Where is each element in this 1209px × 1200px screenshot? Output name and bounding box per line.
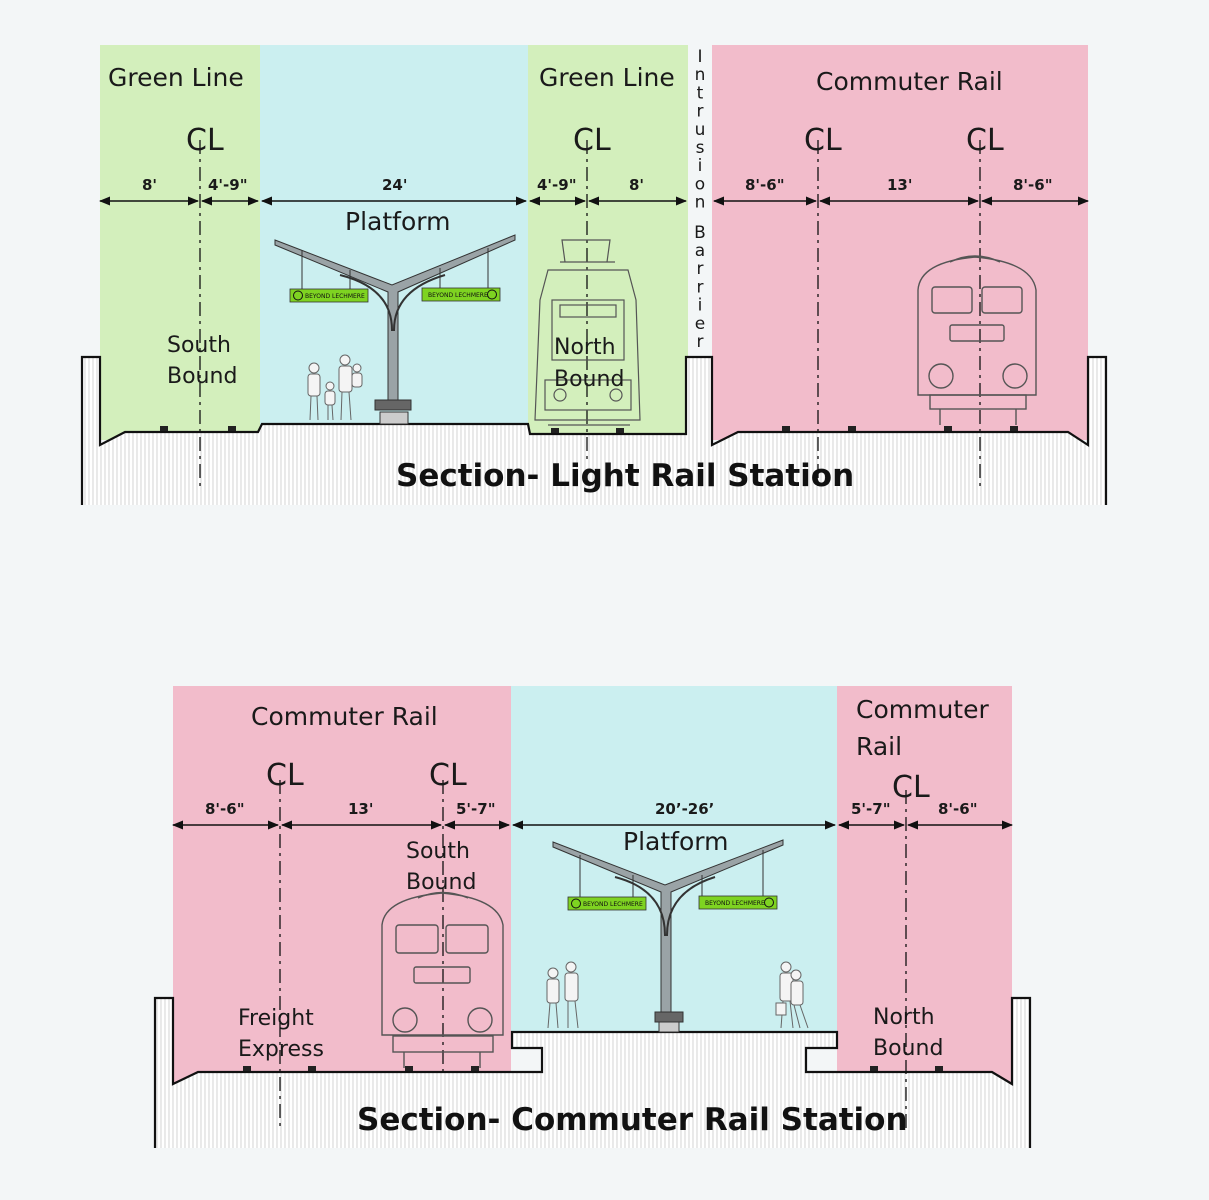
dim-label: 5'-7" [851,800,891,818]
ground-outline-top [80,355,1108,505]
dim-label: 8'-6" [205,800,245,818]
station-sign-right: BEYOND LECHMERE [421,287,501,302]
dim-label: 13' [348,800,373,818]
canopy-shelter-top [274,234,516,425]
light-rail-section: Green Line Green Line Commuter Rail Plat… [80,45,1108,505]
dim-label: 13' [887,176,912,194]
green-line-right-label: Green Line [539,63,675,92]
cl-symbol: CL [804,123,842,158]
svg-text:BEYOND LECHMERE: BEYOND LECHMERE [705,900,765,907]
svg-text:BEYOND LECHMERE: BEYOND LECHMERE [305,293,365,300]
rails-top [160,426,1018,433]
station-sign-left-bottom: BEYOND LECHMERE [567,896,647,911]
south-bound-line1: South [406,839,470,864]
cl-symbol: CL [573,123,611,158]
rails-bottom [243,1066,943,1071]
green-zone-right [528,45,688,440]
commuter-locomotive-top [917,255,1037,425]
light-rail-vehicle [534,239,641,426]
cl-symbols-bottom: CL CL CL [266,758,930,805]
dim-label: 8' [629,176,644,194]
south-bound-line2: Bound [406,870,476,895]
canopy-shelter-bottom [552,839,784,1033]
north-bound-line1: North [873,1005,935,1030]
dim-label: 8'-6" [938,800,978,818]
cl-symbol: CL [966,123,1004,158]
north-bound-line2: Bound [873,1036,943,1061]
dim-label: 20’-26’ [655,800,714,818]
north-bound-line2: Bound [554,367,624,392]
north-bound-line1: North [554,335,616,360]
section-title-commuter-rail: Section- Commuter Rail Station [357,1102,908,1138]
platform-label: Platform [345,207,450,236]
cl-symbol: CL [429,758,467,793]
commuter-rail-right-line1: Commuter [856,695,989,724]
commuter-locomotive-bottom [381,891,504,1068]
ground-bottom [155,998,1030,1148]
green-line-left-label: Green Line [108,63,244,92]
commuter-zone-top [712,45,1088,440]
dim-label: 8'-6" [1013,176,1053,194]
freight-express-line2: Express [238,1037,324,1062]
cl-symbol: CL [892,770,930,805]
dim-label: 24' [382,176,407,194]
commuter-rail-label: Commuter Rail [816,67,1003,96]
svg-text:BEYOND LECHMERE: BEYOND LECHMERE [428,292,488,299]
centerline-marks-bottom [279,780,907,1130]
dim-label: 5'-7" [456,800,496,818]
platform-label-bottom: Platform [623,827,728,856]
dim-label: 4'-9" [208,176,248,194]
cl-symbol: CL [186,123,224,158]
cl-symbols-top: CL CL CL CL [186,123,1004,158]
south-bound-line1: South [167,333,231,358]
section-title-light-rail: Section- Light Rail Station [396,458,854,494]
south-bound-line2: Bound [167,364,237,389]
commuter-zone-right [837,686,1012,1084]
dim-label: 8'-6" [745,176,785,194]
dim-label: 4'-9" [537,176,577,194]
ground-top [82,357,1106,505]
pedestrians-bottom [546,961,809,1029]
green-zone-left [100,45,260,440]
commuter-zone-left [173,686,511,1084]
centerline-marks-top [199,140,981,490]
cl-symbol: CL [266,758,304,793]
svg-text:BEYOND LECHMERE: BEYOND LECHMERE [583,901,643,908]
station-sign-right-bottom: BEYOND LECHMERE [698,895,778,910]
commuter-rail-right-line2: Rail [856,732,902,761]
commuter-rail-section: Commuter Rail Commuter Rail Platform Sou… [153,686,1032,1148]
freight-express-line1: Freight [238,1006,314,1031]
dim-label: 8' [142,176,157,194]
station-sign-left: BEYOND LECHMERE [289,288,369,303]
commuter-rail-left-label: Commuter Rail [251,702,438,731]
pedestrians-top [307,354,363,421]
